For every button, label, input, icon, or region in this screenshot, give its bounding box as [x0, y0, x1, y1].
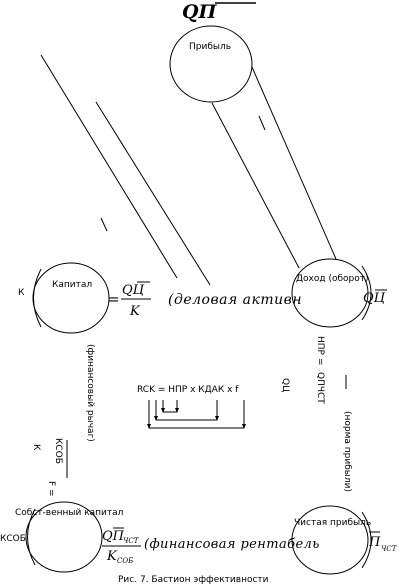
center-arrow-5: [215, 416, 219, 421]
diagonal-line-1: [40, 54, 178, 279]
activity-denominator: K: [129, 304, 141, 319]
return-denominator: K: [106, 549, 118, 564]
net-profit-right-bracket: [361, 511, 372, 569]
diagonal-line-3: [211, 102, 300, 269]
diagonal-line-4: [251, 66, 337, 260]
income-node: [291, 258, 369, 328]
center-arrow-4: [175, 408, 179, 413]
kcob-small-label: КСОБ: [53, 438, 63, 464]
own-capital-node: [25, 501, 103, 573]
return-label: (финансовая рентабель: [144, 537, 320, 552]
k-mark: К: [18, 288, 25, 298]
kcob-mark: КСОБ: [0, 534, 26, 544]
return-numerator-sub: ЧСТ: [123, 537, 140, 545]
income-label: Доход (оборот): [296, 274, 369, 284]
f-eq-label: F =: [46, 481, 56, 497]
tick-mark-1: [100, 217, 108, 232]
figure-caption: Рис. 7. Бастион эффективности: [118, 575, 269, 585]
center-arrow-3: [161, 408, 165, 413]
capital-label: Капитал: [52, 280, 93, 290]
net-profit-node: [291, 505, 369, 575]
qpchst-label: QПЧСТ: [315, 372, 325, 404]
activity-equals: =: [107, 290, 120, 308]
own-capital-left-bracket: [27, 508, 36, 566]
activity-tail: QЦ: [363, 291, 386, 306]
qc-label: QЦ: [280, 378, 290, 393]
return-denominator-sub: СОБ: [117, 557, 133, 565]
center-arrow-2: [154, 416, 158, 421]
net-profit-label: Чистая прибыль: [294, 518, 372, 528]
own-capital-label: Собст-венный капитал: [15, 508, 124, 518]
return-numerator: QП: [102, 529, 125, 544]
top-symbol: QП: [182, 1, 218, 23]
activity-numerator: QЦ: [122, 283, 145, 298]
k-small-label: К: [31, 444, 41, 451]
npr-label: НПР =: [315, 336, 325, 366]
diagonal-line-2: [95, 101, 211, 286]
profit-node: [169, 25, 253, 103]
capital-node: [32, 262, 110, 334]
center-formula: RCK = НПР x КДАК x f: [137, 385, 239, 395]
fin-lever-label: (финансовый рычаг): [85, 344, 95, 442]
return-tail-sub: ЧСТ: [381, 545, 398, 553]
capital-left-bracket: [33, 268, 42, 328]
norm-profit-label: (норма прибыли): [342, 411, 352, 492]
profit-label: Прибыль: [189, 42, 232, 52]
return-tail: П: [368, 535, 381, 550]
center-arrow-1: [147, 424, 151, 429]
activity-label: (деловая активн: [168, 292, 302, 308]
center-arrow-6: [242, 424, 246, 429]
tick-mark-2: [258, 115, 266, 131]
income-right-bracket: [361, 265, 372, 321]
